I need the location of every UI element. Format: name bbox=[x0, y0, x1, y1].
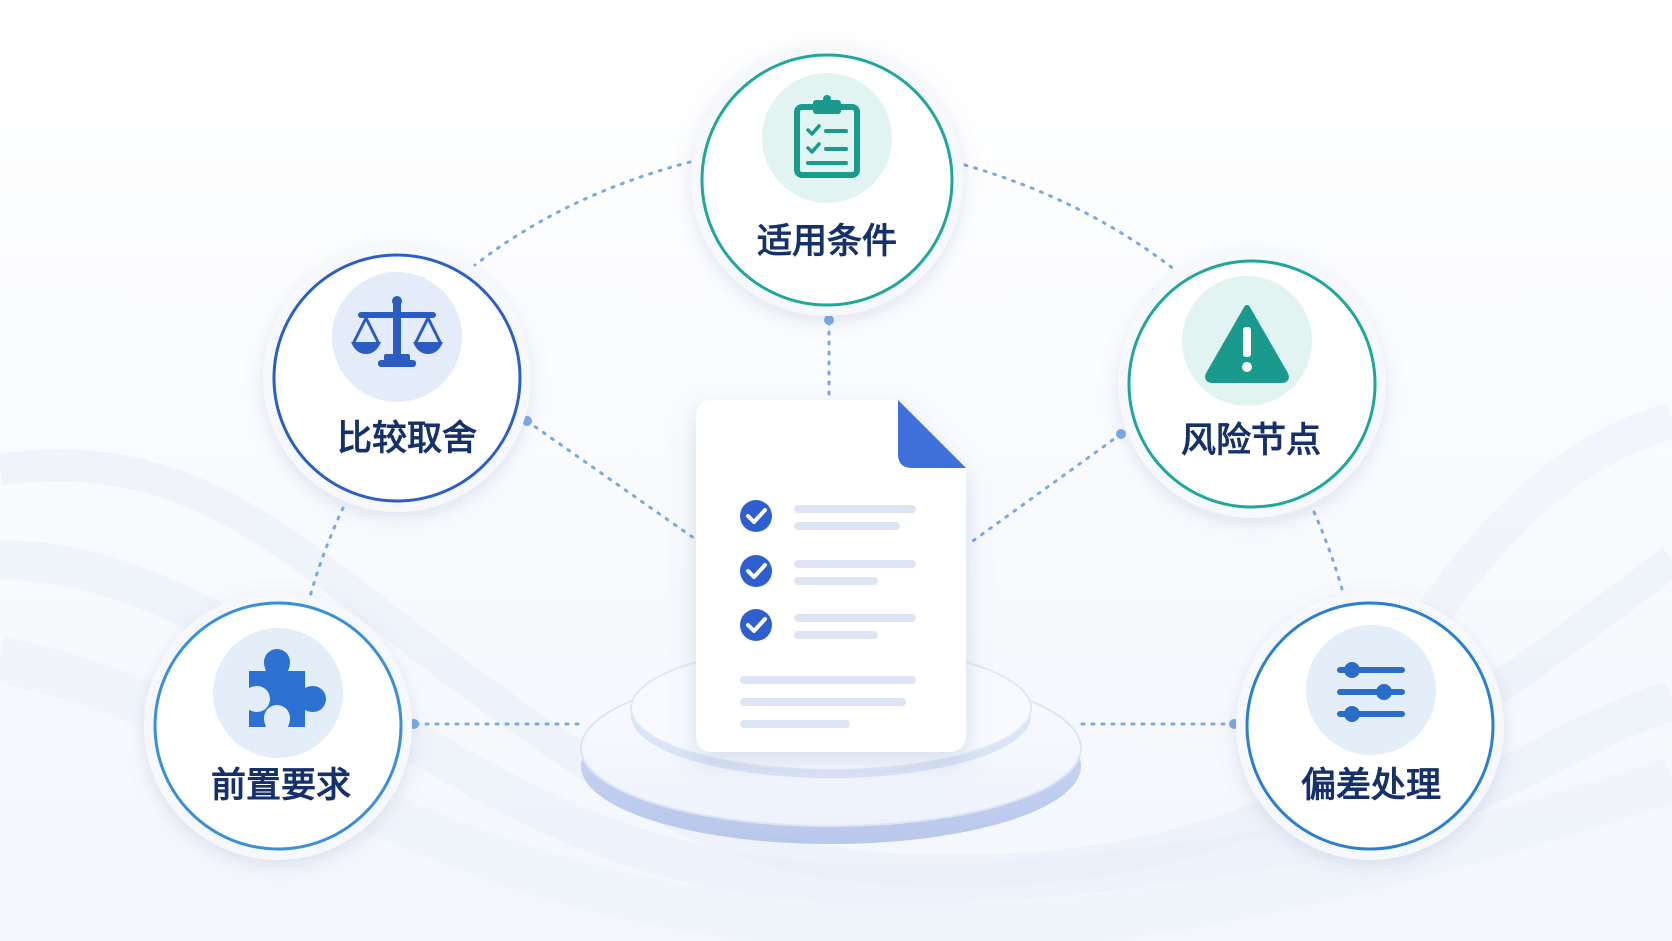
document-details bbox=[740, 400, 966, 728]
arc-top-to-top-left bbox=[473, 160, 692, 267]
checklist-item-3 bbox=[740, 609, 916, 641]
node-prerequisites: 前置要求 bbox=[144, 592, 412, 860]
node-label: 比较取舍 bbox=[337, 418, 477, 459]
arc-top-to-top-right bbox=[963, 163, 1177, 272]
check-circle-icon bbox=[740, 500, 772, 532]
node-applicable-conditions: 适用条件 bbox=[691, 44, 963, 316]
node-label: 偏差处理 bbox=[1301, 766, 1441, 806]
node-risk-nodes: 风险节点 bbox=[1118, 250, 1386, 518]
checklist-item-1 bbox=[740, 500, 916, 532]
puzzle-piece-icon bbox=[249, 649, 326, 727]
node-compare-tradeoff: 比较取舍 bbox=[263, 244, 531, 512]
checklist-item-2 bbox=[740, 555, 916, 587]
icon-badge bbox=[762, 73, 892, 203]
node-deviation-handling: 偏差处理 bbox=[1236, 592, 1504, 860]
checklist-document-icon bbox=[696, 400, 966, 752]
document-folded-corner bbox=[898, 400, 966, 468]
sliders-icon bbox=[1337, 662, 1405, 722]
node-label: 适用条件 bbox=[757, 222, 897, 262]
arc-top-left-to-bottom-left bbox=[307, 506, 345, 602]
check-circle-icon bbox=[740, 609, 772, 641]
clipboard-checklist-icon bbox=[794, 95, 860, 178]
arc-top-right-to-bottom-right bbox=[1312, 510, 1347, 602]
connection-lines bbox=[307, 160, 1347, 726]
connector-top-right-to-center bbox=[968, 432, 1123, 545]
node-label: 风险节点 bbox=[1181, 421, 1321, 461]
warning-triangle-icon bbox=[1205, 305, 1289, 383]
check-circle-icon bbox=[740, 555, 772, 587]
balance-scale-icon bbox=[351, 296, 443, 367]
node-label: 前置要求 bbox=[211, 766, 351, 806]
